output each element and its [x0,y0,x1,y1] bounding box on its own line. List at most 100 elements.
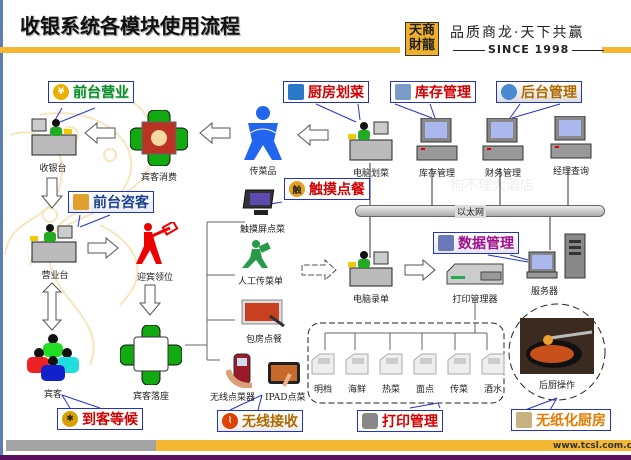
header-divider [0,47,400,53]
ipad-node [266,360,302,392]
tag-front-reception: 前台咨客 [68,191,154,213]
tag-label: 前台咨客 [93,195,149,211]
printer-icon [362,413,378,429]
touch-order-node: 触摸屏点菜 [240,188,285,235]
yen-coin-icon: ¥ [53,84,69,100]
database-gear-icon [438,235,454,251]
brand-slogan: 品质商龙·天下共赢 [450,25,585,41]
inventory-node: 库存管理 [415,117,459,179]
printer-item: 酒水 [480,352,506,395]
footer-url[interactable]: www.tcsl.com.cn [553,441,631,451]
receipt-printer-icon [379,353,403,375]
desktop-computer-icon [416,117,458,161]
runner-person-icon [244,106,282,160]
cashier-desk-icon [31,118,77,156]
tv-screen-icon [241,299,285,328]
server-label: 服务器 [531,287,559,297]
desktop-computer-icon [550,115,592,159]
inventory-label: 库存管理 [418,169,455,179]
print-manager-label: 打印管理器 [452,295,498,305]
receipt-printer-icon [413,353,437,375]
desktop-computer-icon [482,117,524,161]
cashier-node: 收银台 [28,115,78,174]
printer-item: 海鲜 [344,352,370,395]
watermark-text: 狗不理大酒店 [450,178,534,194]
ipad-order-label: IPAD点菜 [265,393,306,403]
tag-arrival-wait: ✱ 到客等候 [57,408,143,430]
greeter-person-icon [136,220,179,264]
keys-icon [501,84,517,100]
server-node: 服务器 [525,232,587,297]
wireless-device-node [225,350,260,392]
tag-label: 到客等候 [82,412,138,428]
food-runner-node: 传菜品 [240,105,286,177]
tag-label: 触摸点餐 [309,182,365,198]
tag-label: 无线接收 [242,414,298,430]
food-runner-label: 传菜品 [249,167,277,177]
footer-gray-bar [6,440,156,451]
arrow-down [41,177,63,209]
tag-paperless-kitchen: 无纸化厨房 [511,409,611,431]
printer-list: 明档 海鲜 热菜 面点 传菜 酒水 [310,352,506,395]
arrow-left [199,122,231,144]
guest-seated-node: 宾客落座 [119,324,183,402]
dining-table-food-icon [129,109,189,167]
printer-label: 面点 [415,385,434,395]
logo-char: 財 [408,38,422,53]
greeter-node: 迎宾领位 [132,220,179,283]
tag-label: 厨房划菜 [308,85,364,101]
private-room-label: 包房点餐 [245,335,282,345]
empty-table-icon [119,324,183,386]
antenna-icon: ⌇ [222,413,238,429]
page-title: 收银系统各模块使用流程 [20,14,240,38]
manager-query-label: 经理查询 [552,167,589,177]
guest-group-icon [27,334,79,381]
cashier-label: 收银台 [39,164,67,174]
tag-backend-mgmt: 后台管理 [496,81,582,103]
tag-print-mgmt: 打印管理 [357,410,443,432]
arrow-left [84,122,116,144]
brand-since: SINCE 1998 [450,43,607,56]
footer-purple-bar [0,455,631,460]
arrow-right-dashed [301,258,337,282]
printer-label: 热菜 [381,385,400,395]
private-room-node: 包房点餐 [240,298,288,345]
tag-label: 无纸化厨房 [536,413,606,429]
front-desk-node: 营业台 [30,222,80,281]
arrow-right [404,259,436,281]
kitchen-node: 后厨操作 [520,318,594,391]
printer-item: 明档 [310,352,336,395]
warehouse-icon [395,84,411,100]
tag-label: 数据管理 [458,236,514,252]
arrow-down [139,284,161,316]
guest-consume-node: 宾客消费 [129,109,189,183]
pc-entry-node: 电脑录单 [348,250,394,305]
walking-badge-icon: ✱ [62,411,78,427]
server-computer-icon [526,233,586,279]
brand-logo: 天商 財龍 [405,22,439,56]
finance-node: 财务管理 [481,117,525,179]
tag-kitchen-mark: 厨房划菜 [283,81,369,103]
arrow-right [87,237,119,259]
tag-data-mgmt: 数据管理 [433,232,519,254]
printer-label: 海鲜 [347,385,366,395]
receipt-printer-icon [345,353,369,375]
printer-item: 传菜 [446,352,472,395]
touch-badge-icon: 触 [289,181,305,197]
touch-screen-icon [242,189,275,215]
manual-order-node: 人工传菜单 [238,240,283,287]
wok-cooking-photo-icon [520,318,594,374]
arrow-left [297,124,329,146]
tag-touch-order: 触 触摸点餐 [284,178,370,200]
kitchen-board-icon [516,412,532,428]
printer-item: 面点 [412,352,438,395]
touch-order-label: 触摸屏点菜 [240,225,286,235]
handheld-device-icon [225,353,253,389]
pc-entry-label: 电脑录单 [352,295,389,305]
ethernet-label: 以太网 [455,205,487,218]
tag-label: 库存管理 [415,85,471,101]
printer-label: 酒水 [483,385,502,395]
manual-order-label: 人工传菜单 [238,277,284,287]
printer-label: 明档 [313,385,332,395]
arrow-updown [41,282,63,331]
